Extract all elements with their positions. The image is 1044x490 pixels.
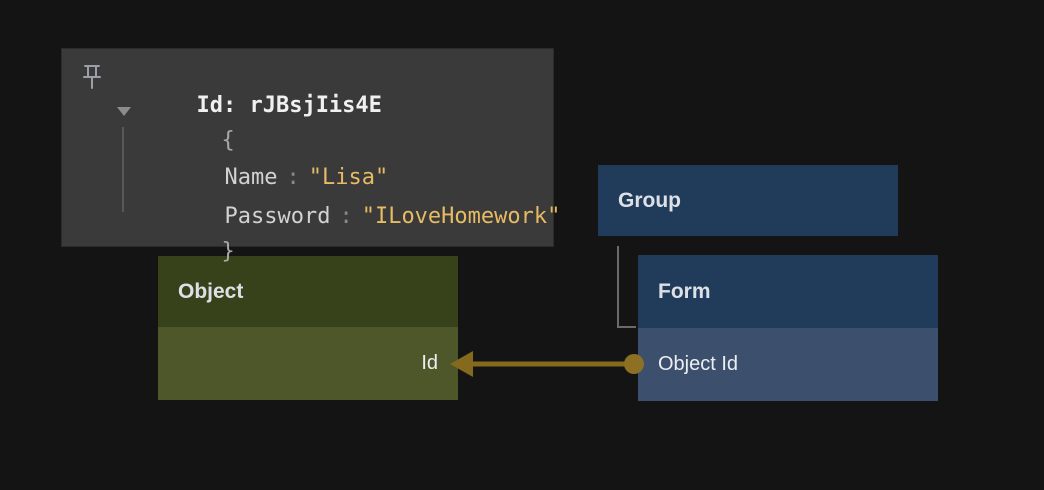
node-object-title: Object [178, 279, 244, 303]
tooltip-title-text: Id: rJBsjIis4E [196, 93, 382, 118]
node-group-title: Group [618, 188, 681, 212]
node-form[interactable]: Form Object Id [638, 255, 938, 401]
node-form-title: Form [658, 279, 711, 303]
node-group-header[interactable]: Group [598, 165, 898, 236]
node-object-header[interactable]: Object [158, 256, 458, 327]
field-separator: : [286, 165, 300, 190]
node-object[interactable]: Object Id [158, 256, 458, 400]
json-field-name: Name: "Lisa" [145, 133, 388, 190]
group-form-hierarchy-line [617, 246, 636, 328]
collapse-triangle-icon[interactable] [117, 107, 131, 116]
field-separator: : [339, 204, 353, 229]
field-key: Password [224, 204, 331, 229]
pinned-value-tooltip: Id: rJBsjIis4E { Name: "Lisa" Password: "I… [61, 48, 560, 264]
field-key: Name [224, 165, 278, 190]
tree-guide-line [122, 127, 124, 212]
json-open-brace: { [221, 128, 235, 153]
node-form-header[interactable]: Form [638, 255, 938, 328]
node-group[interactable]: Group [598, 165, 898, 236]
pin-icon[interactable] [79, 63, 105, 91]
row-label: Object Id [658, 353, 739, 375]
node-object-row-id[interactable]: Id [158, 327, 458, 400]
tooltip-title: Id: rJBsjIis4E [117, 61, 381, 118]
json-field-password: Password: "ILoveHomework" [145, 172, 560, 229]
node-form-row-object-id[interactable]: Object Id [638, 328, 938, 401]
row-label: Id [421, 352, 438, 374]
json-close-brace: } [221, 239, 235, 264]
field-value: "Lisa" [308, 165, 389, 190]
field-value: "ILoveHomework" [361, 204, 561, 229]
